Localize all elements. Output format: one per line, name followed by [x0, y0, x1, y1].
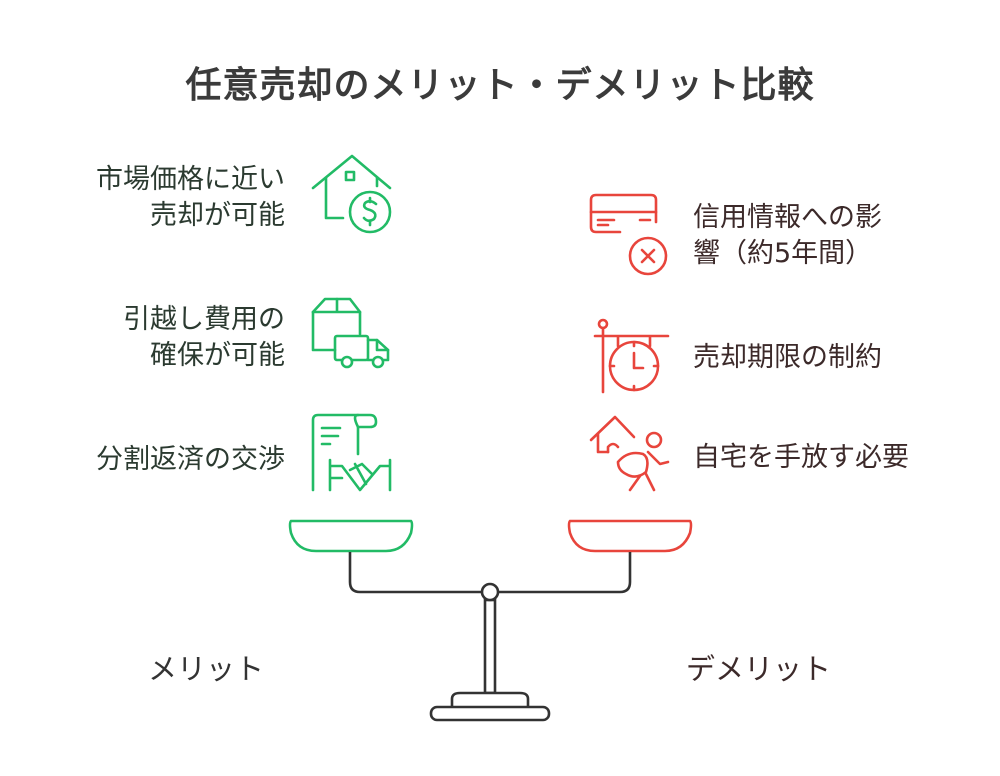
page-title: 任意売却のメリット・デメリット比較 — [185, 65, 815, 106]
house-dollar-icon — [311, 154, 392, 234]
scale-base — [429, 705, 551, 722]
demerit-item-3: 自宅を手放す必要 — [693, 442, 909, 473]
demerit-item-1: 信用情報への影 響（約5年間） — [693, 202, 882, 269]
demerit-pan — [567, 519, 693, 553]
scale-pivot — [480, 582, 500, 602]
demerit-item-2: 売却期限の制約 — [693, 342, 882, 373]
credit-card-x-icon — [589, 193, 668, 276]
demerit-label: デメリット — [686, 652, 832, 686]
merit-item-1: 市場価格に近い 売却が可能 — [96, 164, 285, 231]
merit-label: メリット — [148, 652, 265, 686]
merit-item-3: 分割返済の交渉 — [96, 444, 285, 475]
house-person-leaving-icon — [589, 415, 670, 492]
contract-handshake-icon — [311, 413, 392, 492]
box-truck-icon — [311, 297, 390, 369]
merit-pan — [288, 519, 414, 553]
sign-clock-icon — [593, 318, 670, 394]
scale-base-top — [450, 691, 530, 707]
scale-post — [483, 598, 497, 695]
merit-item-2: 引越し費用の 確保が可能 — [123, 304, 285, 371]
